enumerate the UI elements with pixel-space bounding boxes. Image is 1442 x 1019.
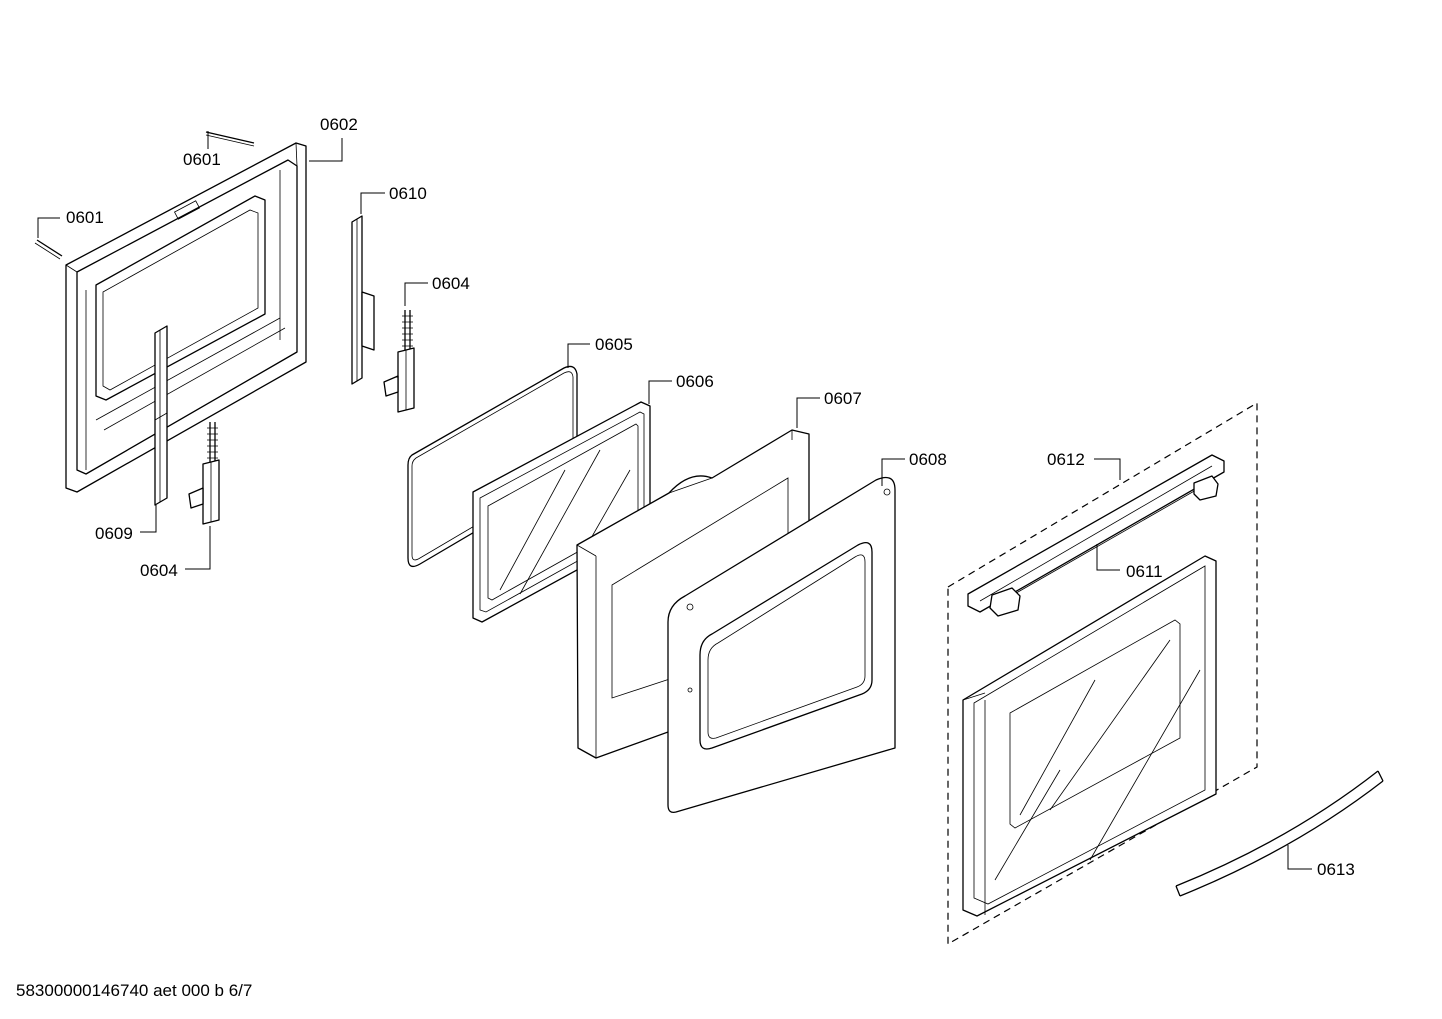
part-label-0608: 0608: [909, 450, 947, 469]
part-label-0612: 0612: [1047, 450, 1085, 469]
part-label-0601-top: 0601: [183, 150, 221, 169]
outer-glass-door: [962, 555, 1217, 917]
inner-cover-panel-0608: [667, 476, 896, 813]
assembly-outline-0612: [947, 401, 1258, 946]
part-label-0604-upper: 0604: [432, 274, 470, 293]
leader-lines: [37, 131, 1312, 870]
pin-0601-left: [34, 239, 63, 260]
part-label-0611: 0611: [1126, 562, 1163, 581]
part-label-0609: 0609: [95, 524, 133, 543]
hinge-0604-lower: [188, 422, 220, 525]
part-label-0613: 0613: [1317, 860, 1355, 879]
part-label-0601-left: 0601: [66, 208, 104, 227]
door-handle-0613: [1175, 770, 1384, 897]
part-label-0602: 0602: [320, 115, 358, 134]
document-code: 58300000146740 aet 000 b 6/7: [16, 981, 253, 1000]
part-label-0604-lower: 0604: [140, 561, 178, 580]
side-strip-0610: [351, 215, 375, 385]
part-label-0606: 0606: [676, 372, 714, 391]
inner-door-frame-0602: [65, 142, 307, 493]
part-label-0607: 0607: [824, 389, 862, 408]
part-label-0610: 0610: [389, 184, 427, 203]
top-rail-0611: [967, 454, 1225, 617]
hinge-0604-upper: [383, 310, 415, 413]
pin-0601-top: [205, 131, 255, 147]
part-label-0605: 0605: [595, 335, 633, 354]
side-strip-0609: [154, 325, 168, 506]
